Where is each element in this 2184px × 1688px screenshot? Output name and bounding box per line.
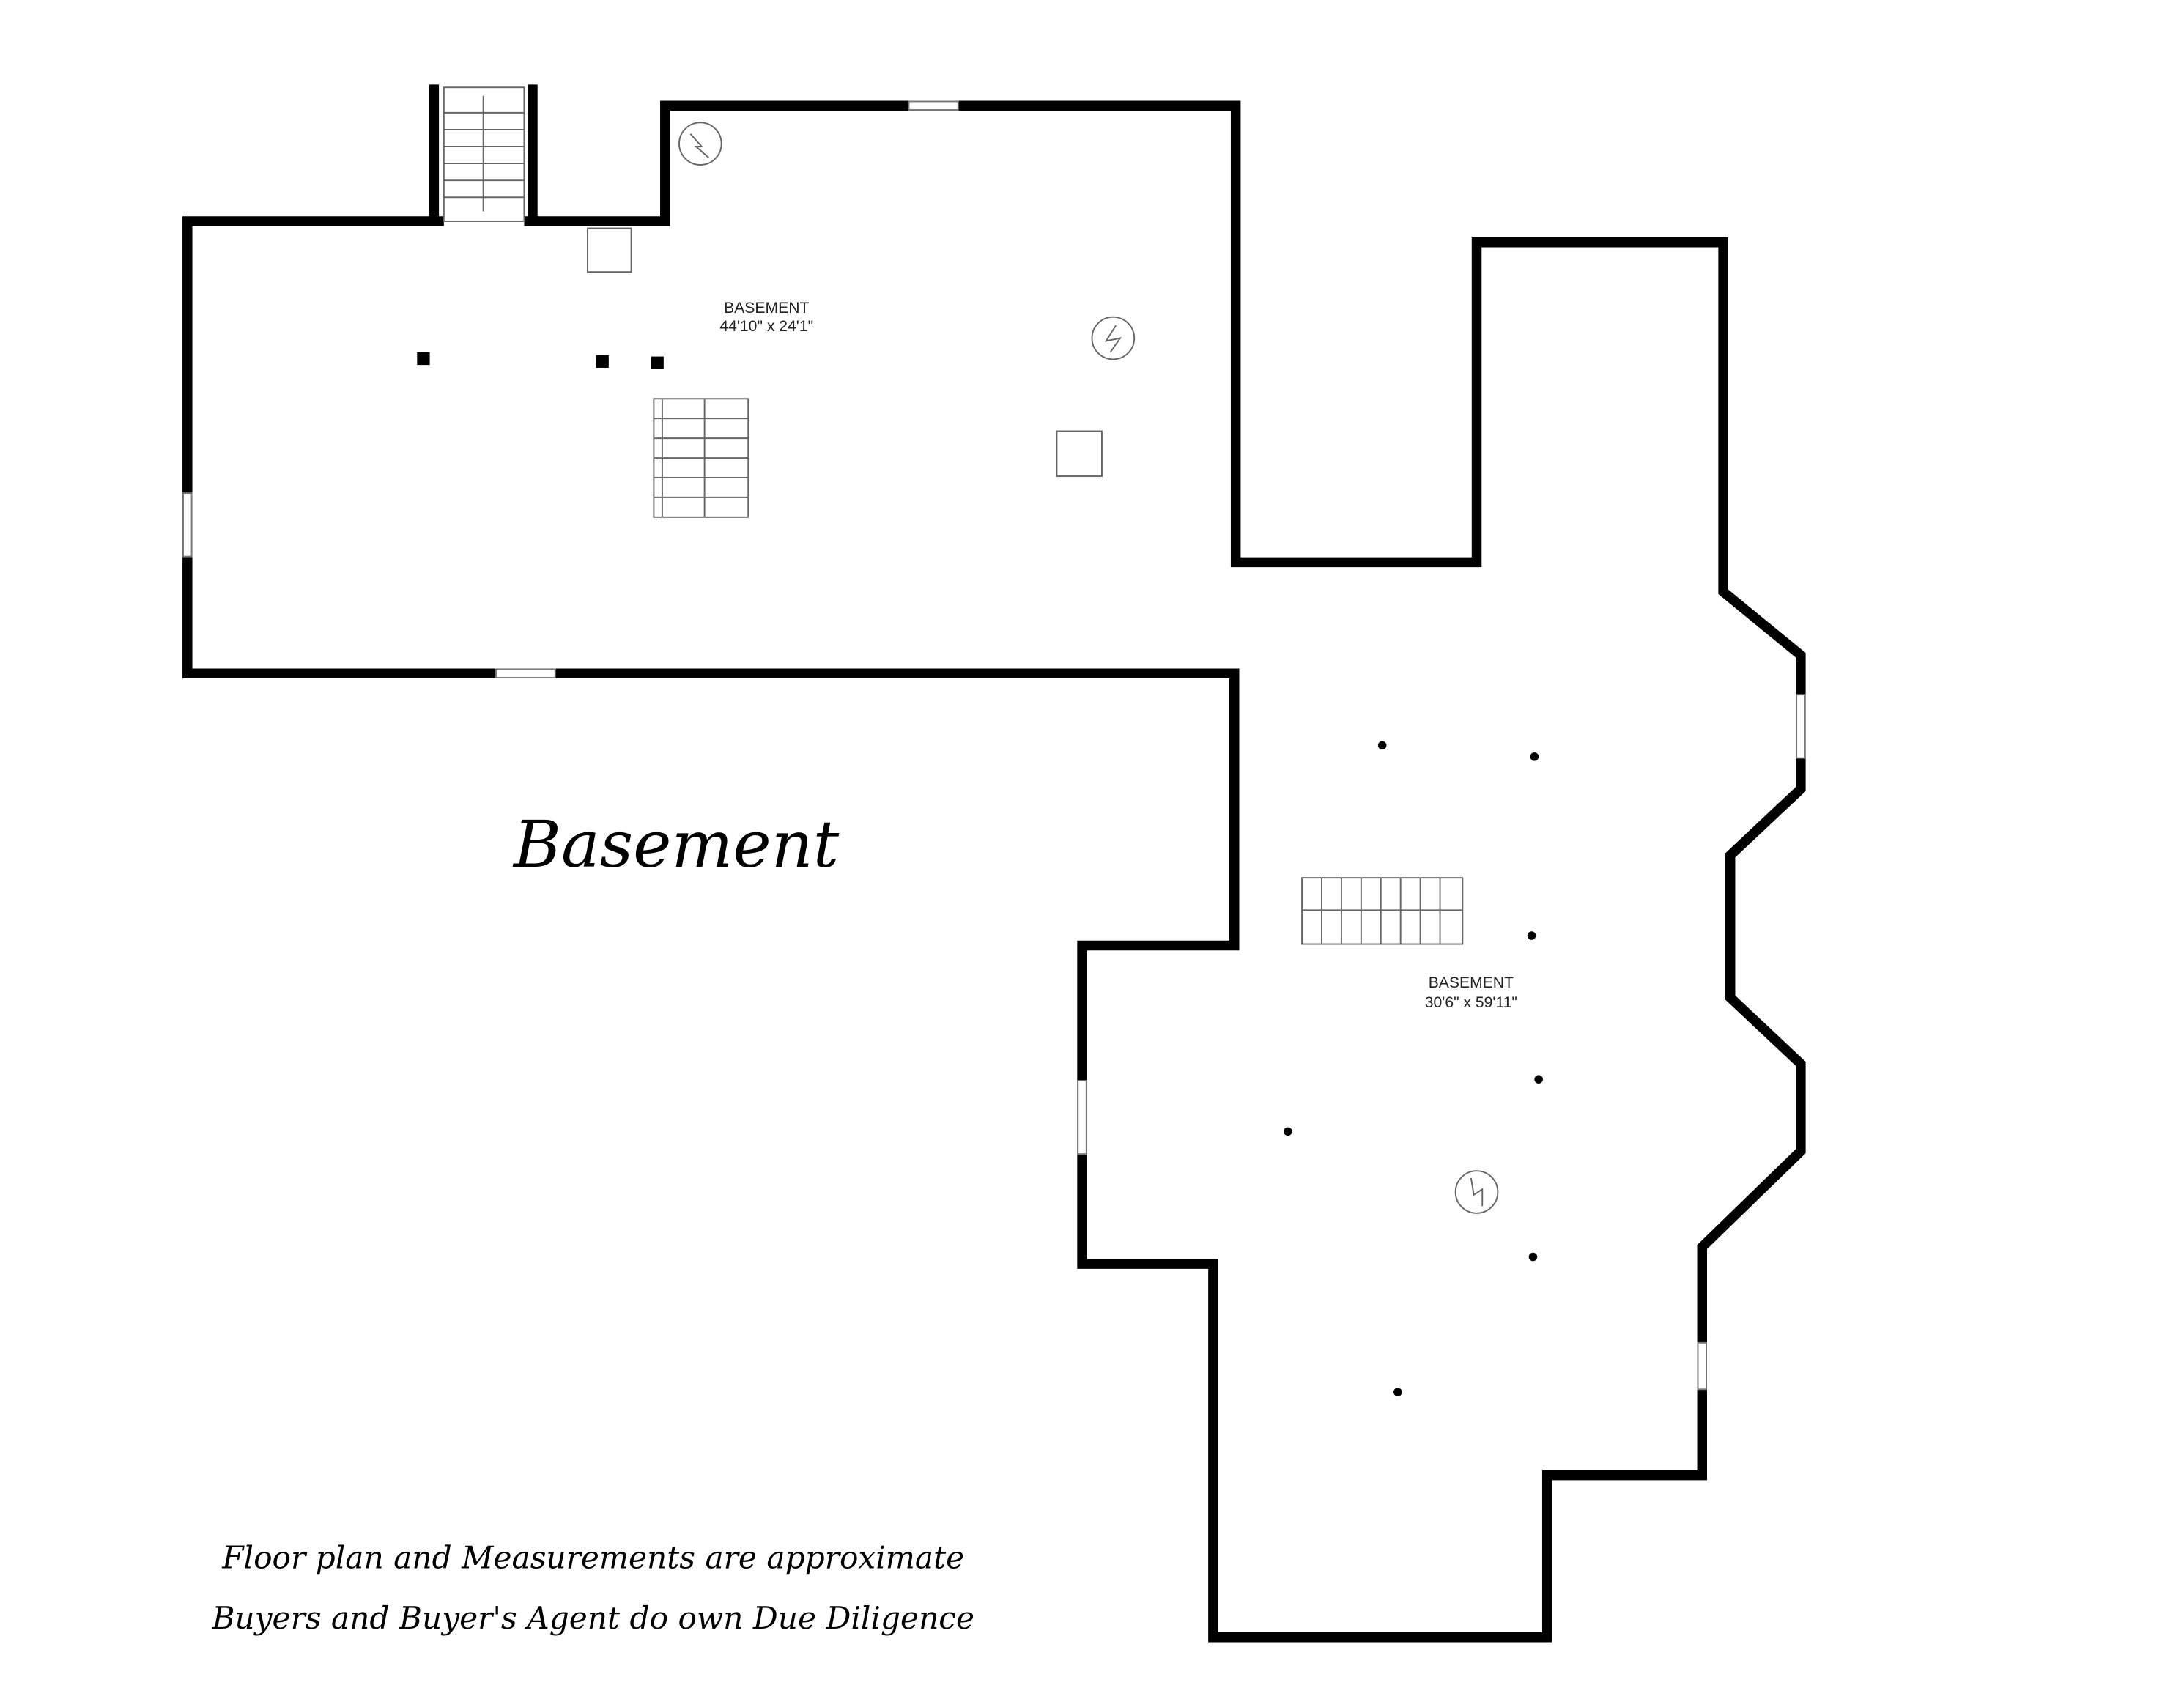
floor-title: Basement <box>512 807 840 882</box>
stairs-lower-room <box>1301 877 1464 945</box>
utility-box <box>587 227 632 273</box>
exterior-walls <box>182 84 1806 1643</box>
water-heater-icon <box>678 122 1499 1214</box>
disclaimer-line-2: Buyers and Buyer's Agent do own Due Dili… <box>211 1600 974 1636</box>
utility-box <box>1056 430 1103 478</box>
room-name: BASEMENT <box>724 300 809 316</box>
room-dimensions: 44'10" x 24'1" <box>719 318 813 335</box>
stairs-top <box>443 86 525 222</box>
stairs-upper-room <box>653 398 749 518</box>
room-name: BASEMENT <box>1429 974 1514 991</box>
support-posts <box>417 352 1543 1396</box>
room-dimensions: 30'6" x 59'11" <box>1425 994 1517 1011</box>
windows <box>182 100 1806 1391</box>
disclaimer-line-1: Floor plan and Measurements are approxim… <box>221 1540 964 1576</box>
